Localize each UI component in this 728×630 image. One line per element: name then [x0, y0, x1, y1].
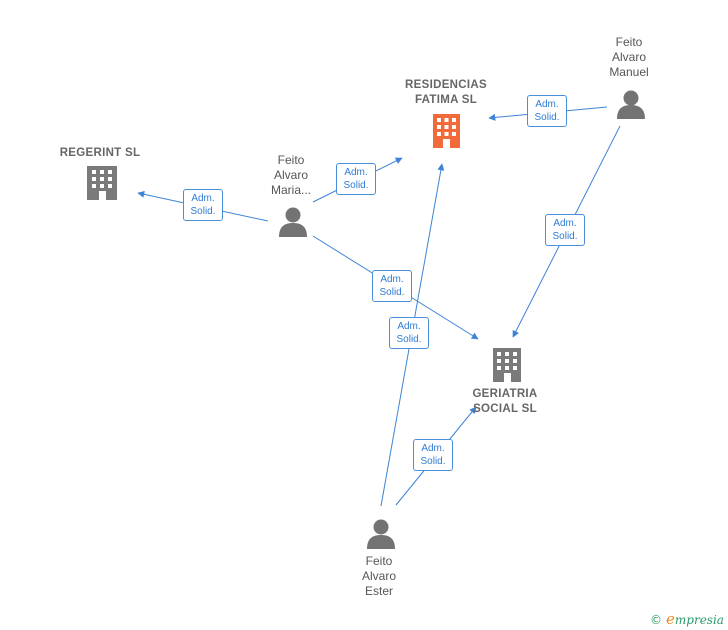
copyright-symbol: © [650, 613, 662, 627]
person-icon [367, 519, 395, 549]
edge-label-maria-residencias: Adm. Solid. [336, 163, 376, 195]
company-label-geriatria[interactable]: GERIATRIA SOCIAL SL [472, 388, 538, 415]
building-icon [493, 348, 521, 382]
empresia-watermark: © empresia [650, 610, 724, 628]
building-icon [433, 114, 460, 148]
edge-label-maria-regerint: Adm. Solid. [183, 189, 223, 221]
edge-label-manuel-residencias: Adm. Solid. [527, 95, 567, 127]
person-icon [617, 90, 645, 119]
person-label-feito-manuel[interactable]: Feito Alvaro Manuel [609, 35, 649, 79]
person-label-feito-maria[interactable]: Feito Alvaro Maria... [270, 153, 311, 197]
company-label-residencias[interactable]: RESIDENCIAS FATIMA SL [405, 79, 487, 106]
person-icon [279, 207, 307, 237]
edge-label-maria-geriatria: Adm. Solid. [372, 270, 412, 302]
edge-label-ester-geriatria: Adm. Solid. [413, 439, 453, 471]
edge-label-manuel-geriatria: Adm. Solid. [545, 214, 585, 246]
edge-label-ester-residencias: Adm. Solid. [389, 317, 429, 349]
person-label-feito-ester[interactable]: Feito Alvaro Ester [361, 554, 396, 598]
building-icon [87, 166, 117, 200]
brand-initial: e [666, 610, 675, 628]
company-label-regerint[interactable]: REGERINT SL [59, 147, 141, 159]
brand-name: mpresia [674, 613, 724, 627]
